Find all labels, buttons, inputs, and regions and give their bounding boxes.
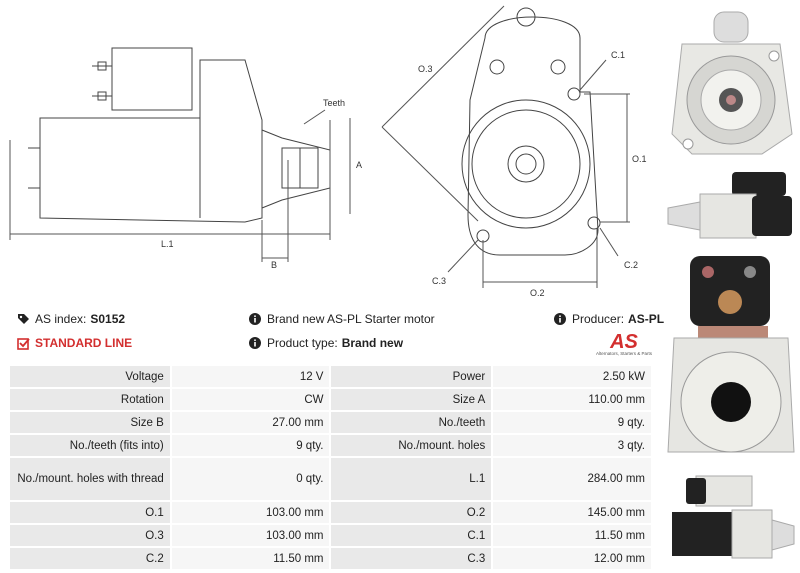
spec-label: O.1: [10, 502, 170, 523]
spec-label: C.1: [331, 525, 492, 546]
spec-label: No./teeth (fits into): [10, 435, 170, 456]
product-type-row: Product type: Brand new: [248, 336, 403, 350]
spec-label: L.1: [331, 458, 492, 500]
dim-o3-label: O.3: [418, 64, 433, 74]
spec-value: 0 qty.: [171, 458, 330, 500]
dim-o1-label: O.1: [632, 154, 647, 164]
dim-c1-label: C.1: [611, 50, 625, 60]
spec-label: No./mount. holes: [331, 435, 492, 456]
info-icon: [553, 312, 567, 326]
dim-a-label: A: [356, 160, 362, 170]
dim-c2-label: C.2: [624, 260, 638, 270]
standard-line-row: STANDARD LINE: [16, 336, 132, 350]
drawing-svg: Teeth A B L.1 O.1 O.2 O.3 C.1 C.2 C.3: [9, 5, 647, 298]
spec-value: 103.00 mm: [171, 502, 330, 523]
dim-o2-label: O.2: [530, 288, 545, 298]
spec-value: 9 qty.: [171, 435, 330, 456]
spec-label: O.3: [10, 525, 170, 546]
spec-value: 9 qty.: [493, 412, 651, 433]
product-type-value: Brand new: [341, 336, 404, 350]
spec-label: Rotation: [10, 389, 170, 410]
spec-value: 3 qty.: [493, 435, 651, 456]
solenoid-outline: [111, 47, 193, 111]
spec-value: 284.00 mm: [493, 458, 651, 500]
producer-label: Producer:: [572, 312, 625, 326]
as-index-label: AS index:: [35, 312, 87, 326]
tag-icon: [16, 312, 30, 326]
logo-tagline: Alternators, Starters & Parts: [595, 351, 653, 356]
info-icon: [248, 312, 262, 326]
producer-row: Producer: AS-PL: [553, 312, 664, 326]
spec-label: Power: [331, 366, 492, 387]
description-text: Brand new AS-PL Starter motor: [267, 312, 435, 326]
spec-value: CW: [171, 389, 330, 410]
spec-row: No./teeth (fits into)9 qty.No./mount. ho…: [10, 435, 651, 456]
checkbox-checked-icon: [16, 336, 30, 350]
dim-c3-label: C.3: [432, 276, 446, 286]
spec-label: Voltage: [10, 366, 170, 387]
as-index-row: AS index: S0152: [16, 312, 125, 326]
front-flange-outline: [467, 16, 599, 256]
spec-value: 11.50 mm: [493, 525, 651, 546]
spec-label: O.2: [331, 502, 492, 523]
photo-top-view: [667, 256, 795, 453]
spec-label: No./teeth: [331, 412, 492, 433]
description-row: Brand new AS-PL Starter motor: [248, 312, 435, 326]
spec-value: 145.00 mm: [493, 502, 651, 523]
dim-b-label: B: [271, 260, 277, 270]
spec-value: 110.00 mm: [493, 389, 651, 410]
spec-value: 103.00 mm: [171, 525, 330, 546]
spec-value: 2.50 kW: [493, 366, 651, 387]
spec-label: C.3: [331, 548, 492, 569]
producer-value: AS-PL: [628, 312, 665, 326]
spec-value: 12 V: [171, 366, 330, 387]
logo-text: AS: [609, 331, 638, 353]
teeth-label: Teeth: [323, 98, 345, 108]
technical-drawing: Teeth A B L.1 O.1 O.2 O.3 C.1 C.2 C.3: [0, 0, 660, 300]
as-pl-logo: AS: [609, 331, 638, 353]
photo-side-view-2: [672, 475, 795, 559]
spec-label: Size A: [331, 389, 492, 410]
spec-label: No./mount. holes with thread: [10, 458, 170, 500]
motor-outline: [39, 59, 263, 223]
photo-front-view: [671, 11, 793, 155]
spec-value: 12.00 mm: [493, 548, 651, 569]
info-icon: [248, 336, 262, 350]
spec-value: 27.00 mm: [171, 412, 330, 433]
product-photos: [662, 0, 800, 573]
spec-label: C.2: [10, 548, 170, 569]
spec-value: 11.50 mm: [171, 548, 330, 569]
product-type-label: Product type:: [267, 336, 338, 350]
photo-side-view: [667, 172, 792, 239]
dim-l1-label: L.1: [161, 239, 174, 249]
standard-line-label: STANDARD LINE: [35, 336, 133, 350]
spec-label: Size B: [10, 412, 170, 433]
as-index-value: S0152: [90, 312, 126, 326]
